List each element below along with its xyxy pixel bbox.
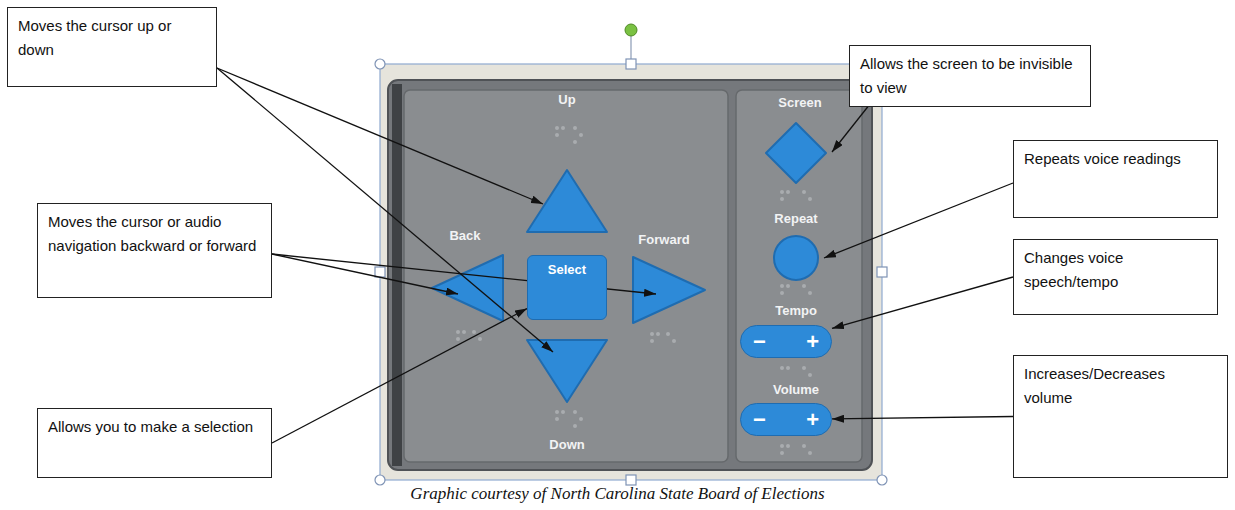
leader-lines (217, 68, 1013, 352)
panel-label: Up (558, 92, 575, 107)
panel-label: Volume (773, 382, 819, 397)
volume-button: −+ (740, 403, 832, 436)
panel-label: Repeat (774, 211, 817, 226)
panel-label: Down (549, 437, 584, 452)
callout-text: Increases/Decreases volume (1024, 362, 1217, 410)
back-button (432, 255, 503, 321)
callout-box: Changes voice speech/tempo (1013, 239, 1218, 315)
callout-arrow (272, 309, 527, 443)
callout-text: Changes voice speech/tempo (1024, 246, 1207, 294)
callout-box: Increases/Decreases volume (1013, 355, 1228, 478)
panel-label: Tempo (775, 303, 817, 318)
photo-background (380, 64, 882, 480)
button-label: Select (548, 262, 586, 277)
callout-text: Repeats voice readings (1024, 147, 1207, 171)
button-symbol: − (753, 331, 766, 353)
tempo-button: −+ (740, 325, 832, 358)
up-button (527, 170, 607, 232)
callout-text: Moves the cursor up or down (18, 14, 206, 62)
callout-arrow (832, 417, 1013, 419)
panel-label: Screen (778, 95, 821, 110)
callout-text: Allows the screen to be invisible to vie… (860, 52, 1080, 100)
selection-handles (375, 59, 887, 485)
selection-outline (380, 64, 882, 480)
callout-box: Moves the cursor up or down (7, 7, 217, 87)
keypad-housing (388, 80, 872, 470)
panel-label: Back (449, 228, 480, 243)
select-button: Select (527, 255, 607, 320)
forward-button (633, 257, 705, 323)
callout-box: Allows you to make a selection (37, 408, 272, 478)
function-panel (736, 90, 862, 462)
callout-text: Moves the cursor or audio navigation bac… (48, 210, 261, 258)
navigation-panel (404, 90, 728, 462)
callout-arrow (832, 277, 1013, 328)
button-symbol: − (753, 409, 766, 431)
repeat-button (774, 236, 818, 280)
callout-text: Allows you to make a selection (48, 415, 261, 439)
button-symbol: + (806, 331, 819, 353)
panel-label: Forward (638, 232, 689, 247)
button-symbol: + (806, 409, 819, 431)
callout-box: Repeats voice readings (1013, 140, 1218, 218)
figure-caption: Graphic courtesy of North Carolina State… (0, 484, 1235, 504)
callout-box: Moves the cursor or audio navigation bac… (37, 203, 272, 298)
down-button (527, 340, 607, 402)
callout-box: Allows the screen to be invisible to vie… (849, 45, 1091, 107)
rotate-handle (625, 24, 637, 36)
screen-button (766, 123, 826, 183)
